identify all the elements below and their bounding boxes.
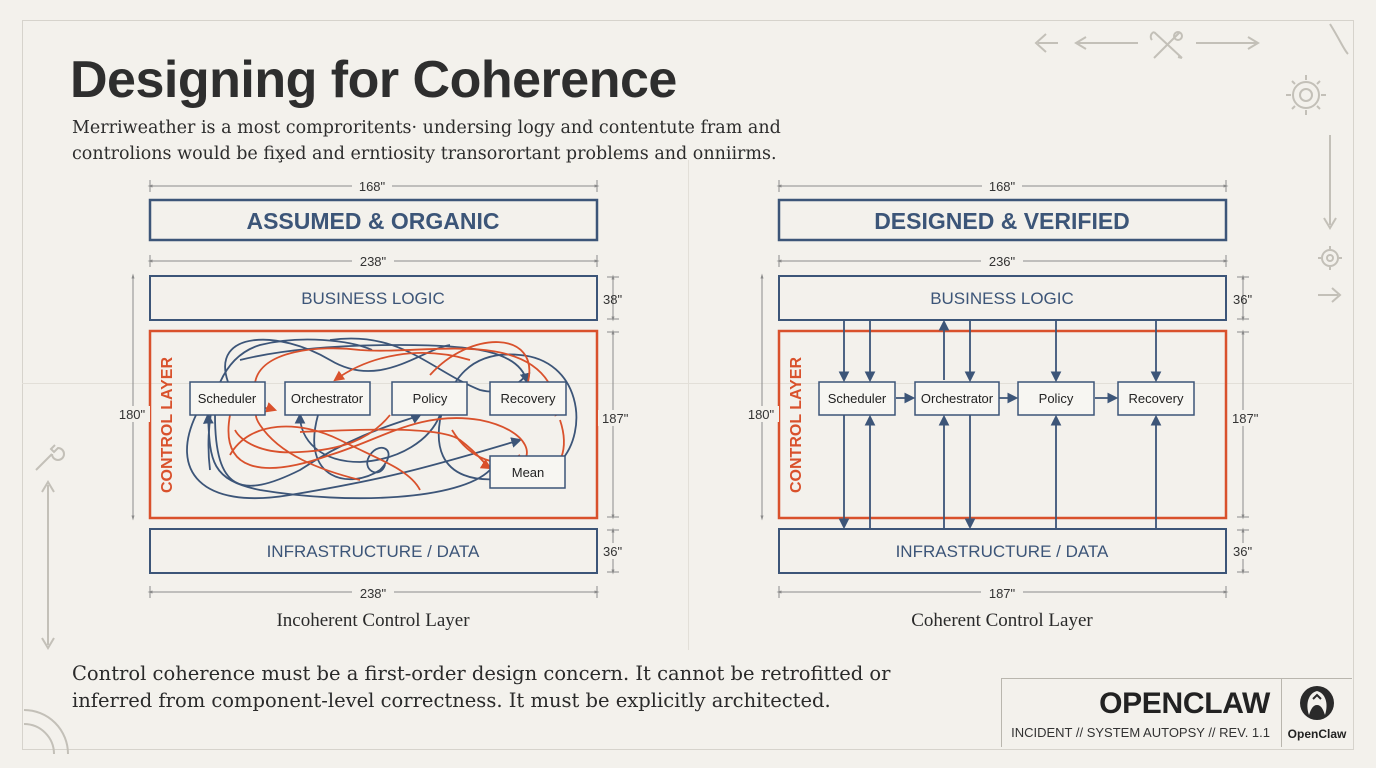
- node-label: Recovery: [1129, 391, 1184, 406]
- business-logic-label: BUSINESS LOGIC: [930, 289, 1074, 308]
- bottom-dimension-label: 238": [360, 586, 387, 601]
- left-node-orchestrator: Orchestrator: [284, 381, 371, 416]
- conclusion-line-2: inferred from component-level correctnes…: [72, 689, 831, 712]
- node-label: Scheduler: [828, 391, 887, 406]
- grid-line: [22, 383, 1352, 384]
- left-node-scheduler: Scheduler: [189, 381, 266, 416]
- node-label: Orchestrator: [291, 391, 364, 406]
- infra-height-label: 36": [1233, 544, 1252, 559]
- brand-block: OPENCLAW INCIDENT // SYSTEM AUTOPSY // R…: [1001, 678, 1352, 747]
- grid-line: [688, 160, 689, 650]
- control-layer-box: [777, 329, 1228, 520]
- header-box: [777, 198, 1228, 242]
- ordered-connections: [838, 319, 1162, 530]
- node-label: Scheduler: [198, 391, 257, 406]
- node-label: Policy: [1039, 391, 1074, 406]
- corner-arc: [1329, 23, 1349, 55]
- business-height-label: 36": [1233, 292, 1252, 307]
- business-logic-label: BUSINESS LOGIC: [301, 289, 445, 308]
- infrastructure-layer: [149, 528, 598, 574]
- control-outer-dimension: 180": [748, 407, 775, 422]
- control-layer-label: CONTROL LAYER: [159, 357, 176, 493]
- width-dimension-label: 236": [989, 254, 1016, 269]
- brand-subtitle: INCIDENT // SYSTEM AUTOPSY // REV. 1.1: [1011, 725, 1270, 740]
- right-node-scheduler: Scheduler: [818, 381, 896, 416]
- corner-arc: [23, 709, 69, 755]
- tangled-connections: [186, 337, 578, 500]
- arrow-down-icon: [1323, 135, 1337, 230]
- left-node-policy: Policy: [391, 381, 468, 416]
- header-box: [148, 198, 599, 242]
- control-inner-dimension: 187": [602, 411, 629, 426]
- node-label: Mean: [512, 465, 545, 480]
- gear-icon: [1286, 75, 1326, 115]
- left-node-recovery: Recovery: [489, 381, 567, 416]
- small-gear-icon: [1318, 246, 1342, 270]
- infrastructure-label: INFRASTRUCTURE / DATA: [896, 542, 1109, 561]
- business-height-label: 38": [603, 292, 622, 307]
- incoherent-diagram: 168" ASSUMED & ORGANIC 238" BUSINESS LOG…: [116, 177, 630, 601]
- business-logic-layer: [149, 275, 598, 321]
- right-caption: Coherent Control Layer: [911, 610, 1093, 631]
- top-dimension-label: 168": [989, 179, 1016, 194]
- logo-label: OpenClaw: [1287, 727, 1347, 741]
- top-icon-row: [1034, 31, 1260, 59]
- infrastructure-label: INFRASTRUCTURE / DATA: [267, 542, 480, 561]
- left-caption: Incoherent Control Layer: [276, 610, 470, 631]
- right-node-recovery: Recovery: [1117, 381, 1195, 416]
- control-layer-box: [148, 329, 599, 520]
- infra-height-label: 36": [603, 544, 622, 559]
- wrench-screwdriver-icon: [1149, 31, 1183, 59]
- intro-line-2: controlions would be fix̧ed and erntiosi…: [72, 144, 777, 164]
- conclusion-line-1: Control coherence must be a first-order …: [72, 662, 891, 685]
- left-icon-column: [23, 444, 69, 755]
- right-node-orchestrator: Orchestrator: [914, 381, 1000, 416]
- arrow-left-icon: [1034, 33, 1058, 53]
- arrow-right-icon: [1318, 287, 1342, 303]
- infrastructure-layer: [778, 528, 1227, 574]
- right-icon-column: [1286, 23, 1349, 303]
- bottom-dimension-label: 187": [989, 586, 1016, 601]
- claw-logo-icon: [1300, 686, 1334, 720]
- coherent-diagram: 168" DESIGNED & VERIFIED 236" BUSINESS L…: [745, 177, 1260, 601]
- brand-name: OPENCLAW: [1099, 687, 1270, 720]
- page-title: Designing for Coherence: [70, 51, 677, 109]
- left-node-mean: Mean: [489, 455, 566, 489]
- long-arrow-left-icon: [1074, 36, 1138, 50]
- node-label: Recovery: [501, 391, 556, 406]
- page-frame: [22, 20, 1354, 750]
- control-inner-dimension: 187": [1232, 411, 1259, 426]
- diagram-header: ASSUMED & ORGANIC: [246, 208, 499, 234]
- width-dimension-label: 238": [360, 254, 387, 269]
- wrench-icon: [35, 444, 65, 471]
- right-node-policy: Policy: [1017, 381, 1095, 416]
- logo-box: OpenClaw: [1281, 679, 1352, 747]
- vertical-arrow-icon: [41, 480, 55, 650]
- control-layer-label: CONTROL LAYER: [788, 357, 805, 493]
- diagram-header: DESIGNED & VERIFIED: [874, 208, 1130, 234]
- long-arrow-right-icon: [1196, 36, 1260, 50]
- intro-line-1: Merriweather is a most comproritents· un…: [72, 118, 781, 138]
- business-logic-layer: [778, 275, 1227, 321]
- node-label: Policy: [413, 391, 448, 406]
- node-label: Orchestrator: [921, 391, 994, 406]
- top-dimension-label: 168": [359, 179, 386, 194]
- control-outer-dimension: 180": [119, 407, 146, 422]
